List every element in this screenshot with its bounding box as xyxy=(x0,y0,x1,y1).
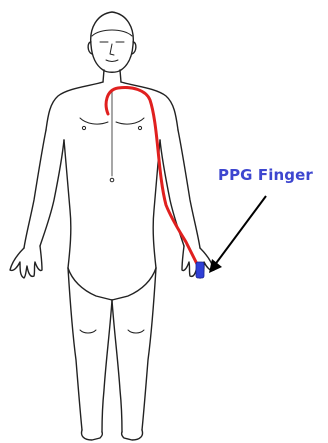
callout-arrow-icon xyxy=(209,196,266,273)
ppg-finger-sensor-icon xyxy=(196,262,204,278)
artery-path-icon xyxy=(106,88,198,267)
ppg-finger-label: PPG Finger xyxy=(218,166,313,184)
human-body-outline-icon xyxy=(10,12,214,440)
